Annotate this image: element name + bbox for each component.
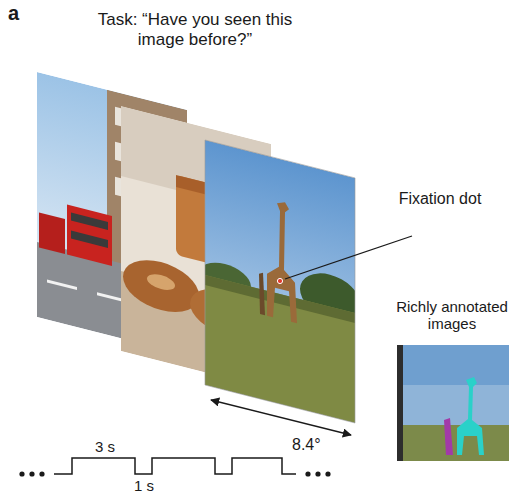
timing-wave-part [325,471,330,476]
giraffe-photo-part-part [205,275,355,423]
annotated-thumbnail-part [457,377,484,455]
panel-letter: a [8,2,38,25]
timing-wave-part [315,471,320,476]
timing-wave-part [19,471,24,476]
timing-wave [19,458,330,477]
callout-label: Richly annotated images [390,298,514,333]
annotated-thumbnail-part [397,345,403,461]
annotated-thumbnail-part [397,345,509,385]
annotated-thumbnail-part [444,418,453,455]
giraffe-photo [199,138,360,424]
callout-label: Fixation dot [398,190,482,208]
duration-label: 1 s [127,477,161,494]
annotated-thumbnail-part [397,345,509,461]
timing-wave-part [54,458,296,474]
street-photo-part-part [47,280,77,291]
giraffe-photo-part [205,140,355,423]
food-photo-part-part [147,272,175,293]
food-photo-part-part [123,253,199,320]
dimension-label: 8.4° [292,436,342,454]
leader-line [285,236,412,279]
street-photo-part-part [71,231,108,248]
task-text: Task: “Have you seen this image before?” [90,10,300,49]
size-arrow [211,400,351,435]
giraffe-photo-part-part [267,198,297,324]
giraffe-photo-part [205,140,355,423]
duration-label: 3 s [88,438,122,455]
annotated-thumbnail [397,345,509,461]
street-photo-part-part [39,213,65,255]
street-photo-part-part [71,213,108,230]
street-photo-part-part [67,205,112,266]
timing-wave-part [29,471,34,476]
timing-wave-part [39,471,44,476]
giraffe-photo-part-part [205,275,355,323]
giraffe-photo-part-part [259,272,265,316]
fixation-dot [277,278,282,283]
timing-wave-part [305,471,310,476]
annotated-thumbnail-part [397,425,509,461]
